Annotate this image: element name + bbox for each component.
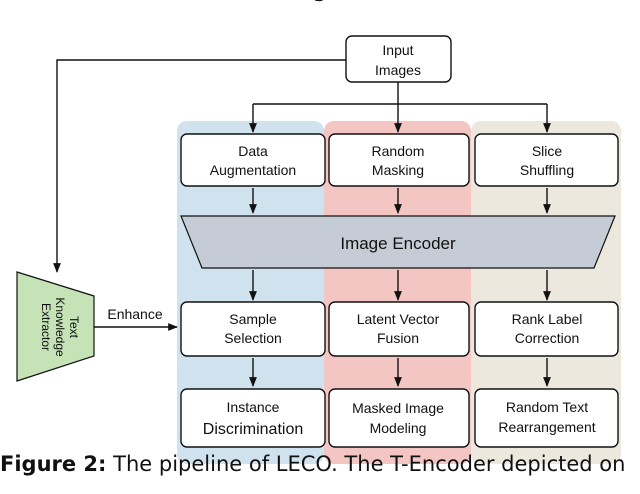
input-label-1: Input <box>382 42 413 58</box>
random-masking-label-1: Random <box>372 143 425 159</box>
enhance-label: Enhance <box>107 306 162 322</box>
latent-fusion-label-1: Latent Vector <box>357 311 440 327</box>
caption-label: Figure 2: <box>0 452 107 476</box>
rank-correction-box <box>474 301 619 357</box>
sample-selection-label-1: Sample <box>229 311 277 327</box>
instance-label-2: Discrimination <box>203 421 303 438</box>
svg-text:TextKnowledgeExtractor: TextKnowledgeExtractor <box>39 297 81 357</box>
figure-caption: Figure 2: The pipeline of LECO. The T-En… <box>0 452 640 494</box>
slice-shuffling-label-2: Shuffling <box>520 162 574 178</box>
instance-label-1: Instance <box>227 399 280 415</box>
image-encoder-shape <box>180 215 616 269</box>
input-images-box <box>345 35 452 83</box>
random-masking-label-2: Masking <box>372 162 424 178</box>
data-augmentation-box <box>180 133 326 187</box>
latent-fusion-box <box>328 301 470 357</box>
data-augmentation-label-1: Data <box>238 143 268 159</box>
random-text-box <box>474 388 619 448</box>
data-augmentation-label-2: Augmentation <box>210 162 296 178</box>
slice-shuffling-box <box>474 133 619 187</box>
rank-correction-label-2: Correction <box>515 330 580 346</box>
random-text-label-1: Random Text <box>506 399 588 415</box>
random-text-label-2: Rearrangement <box>498 419 595 435</box>
extractor-label-2: Knowledge <box>53 297 67 357</box>
input-label-2: Images <box>375 62 421 78</box>
sample-selection-label-2: Selection <box>224 330 282 346</box>
latent-fusion-label-2: Fusion <box>377 330 419 346</box>
text-extractor-shape <box>16 271 95 382</box>
sample-selection-box <box>180 301 326 357</box>
masked-modeling-label-1: Masked Image <box>352 400 444 416</box>
random-masking-box <box>328 133 470 187</box>
rank-correction-label-1: Rank Label <box>512 311 583 327</box>
masked-modeling-label-2: Modeling <box>370 420 427 436</box>
caption-text: The pipeline of LECO. The T-Encoder depi… <box>106 452 626 476</box>
slice-shuffling-label-1: Slice <box>532 143 563 159</box>
image-encoder-label: Image Encoder <box>340 234 456 253</box>
caption-top-fragment: g <box>0 0 640 14</box>
arrow-input-to-extractor <box>53 59 346 273</box>
extractor-label-3: Extractor <box>39 303 53 351</box>
extractor-label-1: Text <box>67 316 81 339</box>
masked-modeling-box <box>328 388 470 448</box>
instance-discrimination-box <box>180 388 326 448</box>
